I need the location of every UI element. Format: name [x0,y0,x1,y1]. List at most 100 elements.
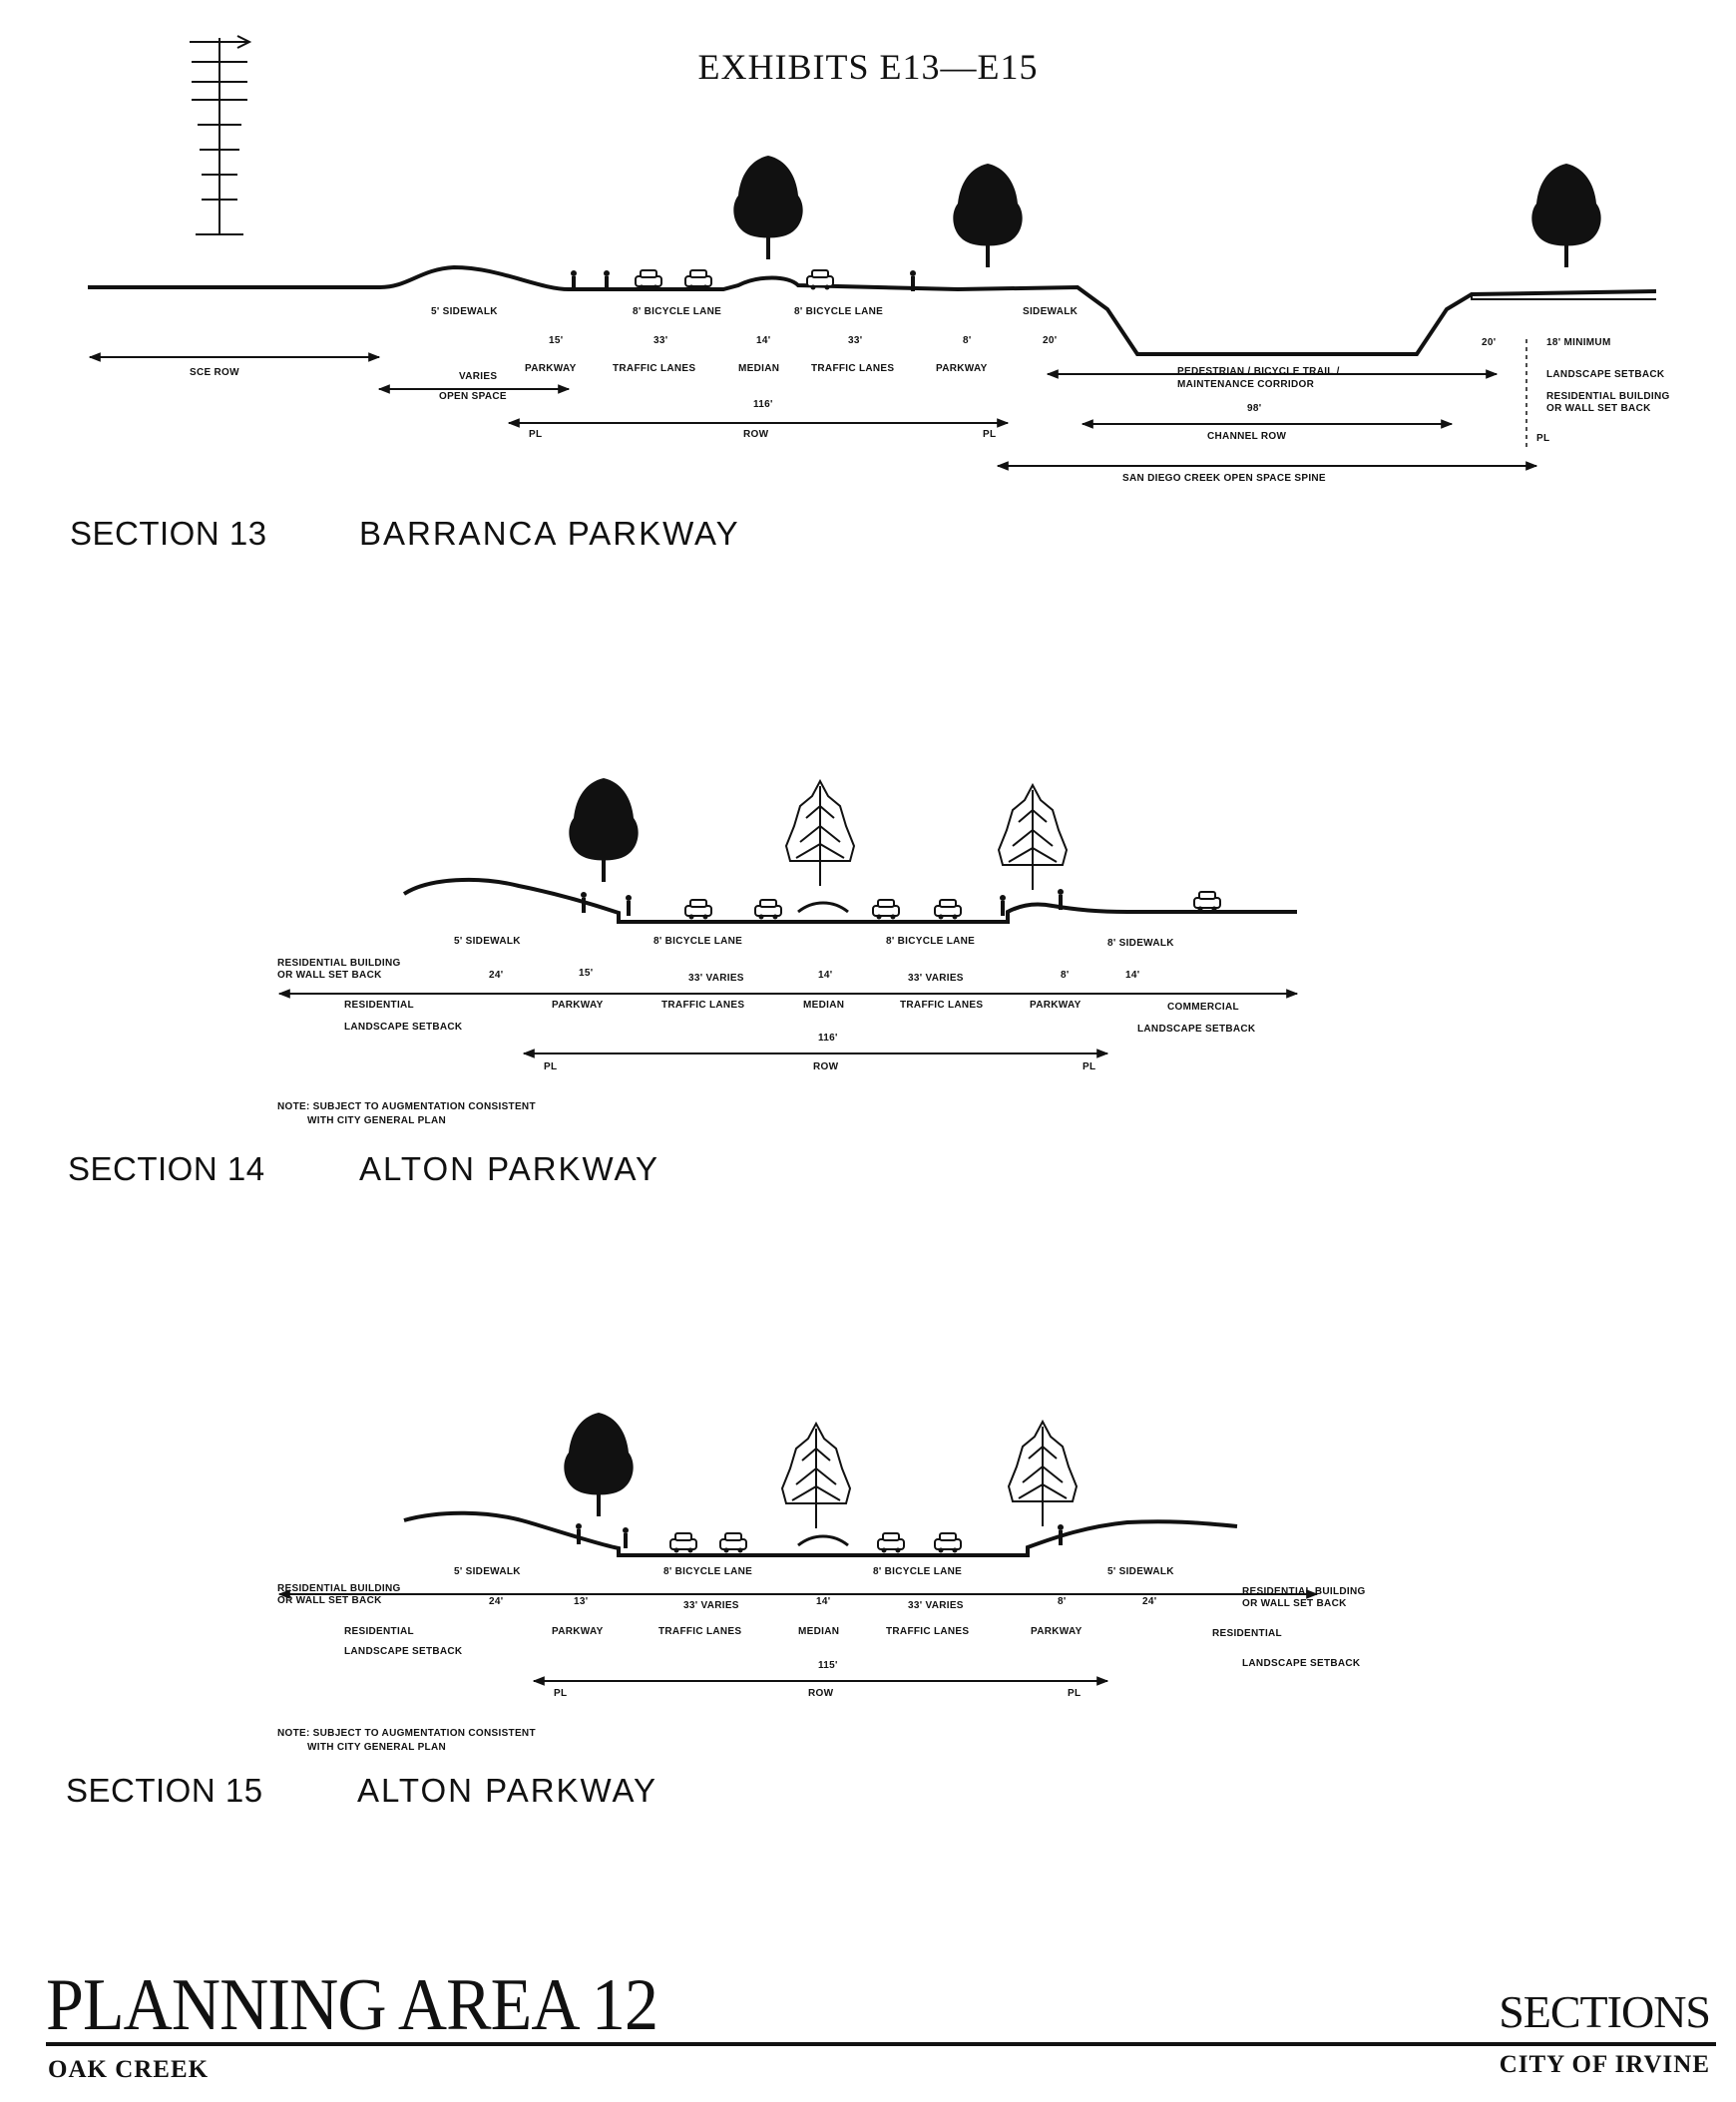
label-sidewalk-right: 8' SIDEWALK [1107,938,1174,949]
label-traffic-left: TRAFFIC LANES [613,363,696,374]
footer-subtitle: OAK CREEK [48,2056,210,2083]
footer-title: PLANNING AREA 12 [46,1964,658,2046]
label-sidewalk-left: 5' SIDEWALK [431,306,498,317]
label-parkway-right: PARKWAY [936,363,988,374]
dim-channel: 98' [1247,403,1262,414]
dim-24-left: 24' [489,1596,504,1607]
label-landscape-setback-left: LANDSCAPE SETBACK [344,1646,463,1657]
dim-24: 24' [489,970,504,981]
label-res-setback-2: OR WALL SET BACK [1546,403,1651,414]
label-sidewalk-right: 5' SIDEWALK [1107,1566,1174,1577]
label-bike-right: 8' BICYCLE LANE [873,1566,963,1577]
label-pl-left: PL [544,1061,558,1072]
label-res-building-2: OR WALL SET BACK [277,970,382,981]
label-sce-row: SCE ROW [190,367,239,378]
label-res-building-left-2: OR WALL SET BACK [277,1595,382,1606]
dim-parkway-right: 8' [1061,970,1070,981]
label-res-building: RESIDENTIAL BUILDING [277,958,401,969]
label-parkway-right: PARKWAY [1030,1000,1082,1011]
label-traffic-right: TRAFFIC LANES [900,1000,984,1011]
footer-right-subtitle: CITY OF IRVINE [1499,2051,1710,2078]
label-parkway-left: PARKWAY [525,363,577,374]
label-bike-right: 8' BICYCLE LANE [886,936,976,947]
dim-lanes-left: 33' [653,335,668,346]
dim-median: 14' [818,970,833,981]
label-sidewalk-left: 5' SIDEWALK [454,936,521,947]
label-pl-right: PL [1083,1061,1096,1072]
label-commercial: COMMERCIAL [1167,1002,1239,1013]
label-sidewalk-right: SIDEWALK [1023,306,1079,317]
section-13-drawing [88,35,1657,471]
label-traffic-right: TRAFFIC LANES [886,1626,970,1637]
section-13-name: BARRANCA PARKWAY [359,515,740,552]
dim-14: 14' [1125,970,1140,981]
label-residential-left: RESIDENTIAL [344,1626,414,1637]
label-parkway-left: PARKWAY [552,1000,604,1011]
label-row: ROW [743,429,769,440]
label-note: NOTE: SUBJECT TO AUGMENTATION CONSISTENT [277,1101,536,1112]
label-residential: RESIDENTIAL [344,1000,414,1011]
label-traffic-right: TRAFFIC LANES [811,363,895,374]
label-parkway-left: PARKWAY [552,1626,604,1637]
label-trail: PEDESTRIAN / BICYCLE TRAIL / [1177,366,1340,377]
label-bike-left: 8' BICYCLE LANE [663,1566,753,1577]
label-varies: VARIES [459,371,498,382]
label-median: MEDIAN [803,1000,845,1011]
dim-lanes-left: 33' VARIES [688,973,744,984]
label-residential-right: RESIDENTIAL [1212,1628,1282,1639]
label-open-space: OPEN SPACE [439,391,507,402]
section-13-number: SECTION 13 [70,515,267,552]
dim-20a: 20' [1043,335,1058,346]
dim-parkway-right: 8' [963,335,972,346]
label-pl-right: PL [983,429,997,440]
label-bike-right: 8' BICYCLE LANE [794,306,884,317]
label-row: ROW [813,1061,839,1072]
dim-lanes-right: 33' VARIES [908,973,964,984]
exhibit-title: EXHIBITS E13—E15 [697,47,1039,87]
dim-total: 115' [818,1660,838,1671]
label-landscape-setback: LANDSCAPE SETBACK [1546,369,1665,380]
label-pl-left: PL [529,429,543,440]
dim-24-right: 24' [1142,1596,1157,1607]
dim-lanes-left: 33' VARIES [683,1600,739,1611]
label-bike-left: 8' BICYCLE LANE [633,306,722,317]
dim-20b: 20' [1482,337,1497,348]
label-parkway-right: PARKWAY [1031,1626,1083,1637]
label-median: MEDIAN [738,363,780,374]
label-bike-left: 8' BICYCLE LANE [653,936,743,947]
label-spine: SAN DIEGO CREEK OPEN SPACE SPINE [1122,473,1326,484]
label-channel-row: CHANNEL ROW [1207,431,1287,442]
dim-total: 116' [818,1033,838,1044]
dim-lanes-right: 33' [848,335,863,346]
footer-rule [46,2042,1716,2046]
label-traffic-left: TRAFFIC LANES [658,1626,742,1637]
dim-median: 14' [816,1596,831,1607]
dim-15: 15' [579,968,594,979]
section-15-drawing [277,1413,1319,1686]
label-trail-2: MAINTENANCE CORRIDOR [1177,379,1315,390]
section-14-drawing [277,778,1299,1058]
dim-minimum: 18' MINIMUM [1546,337,1611,348]
section-14-number: SECTION 14 [68,1150,265,1187]
label-landscape-setback-right: LANDSCAPE SETBACK [1242,1658,1361,1669]
label-res-setback: RESIDENTIAL BUILDING [1546,391,1670,402]
label-row: ROW [808,1688,834,1699]
footer-right-title: SECTIONS [1499,1986,1711,2037]
label-note-2: WITH CITY GENERAL PLAN [307,1115,447,1126]
label-res-building-right-2: OR WALL SET BACK [1242,1598,1347,1609]
label-landscape-setback-left: LANDSCAPE SETBACK [344,1022,463,1033]
label-sidewalk-left: 5' SIDEWALK [454,1566,521,1577]
section-15-name: ALTON PARKWAY [357,1772,658,1809]
label-pl-right: PL [1068,1688,1082,1699]
label-pl-left: PL [554,1688,568,1699]
label-median: MEDIAN [798,1626,840,1637]
dim-median: 14' [756,335,771,346]
dim-parkway-left: 15' [549,335,564,346]
label-pl-far: PL [1536,433,1550,444]
section-15-number: SECTION 15 [66,1772,263,1809]
label-note-2: WITH CITY GENERAL PLAN [307,1742,447,1753]
section-14-name: ALTON PARKWAY [359,1150,660,1187]
label-res-building-left: RESIDENTIAL BUILDING [277,1583,401,1594]
dim-8: 8' [1058,1596,1067,1607]
